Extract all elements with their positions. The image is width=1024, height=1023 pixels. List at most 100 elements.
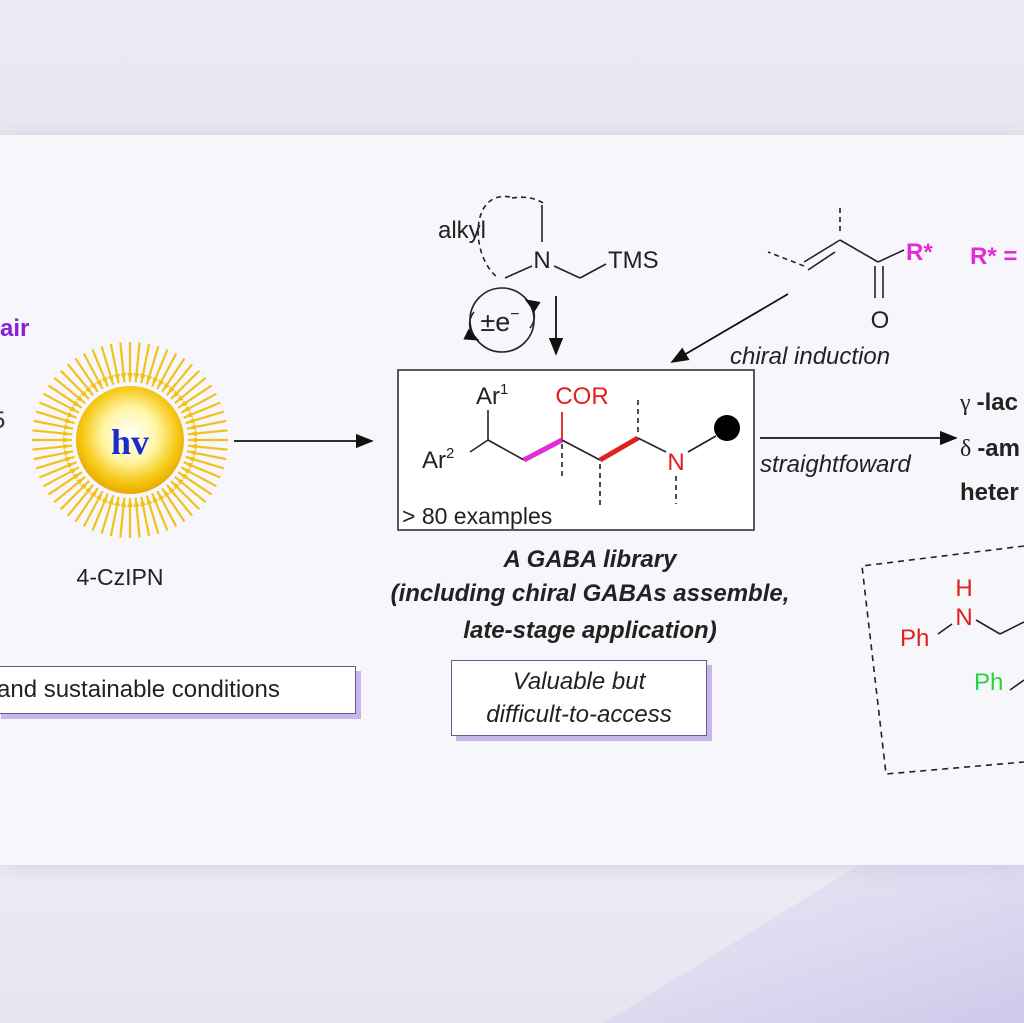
sun-ray-head — [188, 423, 197, 430]
sun-ray-head — [158, 379, 165, 388]
sun-ray-head — [133, 373, 140, 381]
inset-bond-ch2 — [999, 621, 1024, 635]
sun-ray-head — [72, 400, 81, 407]
sun-ray-head — [63, 430, 71, 437]
valuable-box: Valuable but difficult-to-access — [451, 660, 707, 736]
sun-ray-head — [66, 411, 75, 418]
electron-cycle-left — [463, 311, 480, 341]
sun-ray-head — [185, 411, 194, 418]
inset-bond-ph-n — [937, 623, 953, 635]
sun-ray-head — [85, 386, 92, 394]
delta-item: δ-am — [960, 435, 1020, 462]
partial-label-air: air — [0, 315, 29, 342]
partial-digit: 5 — [0, 407, 5, 434]
sun-ray-head — [190, 437, 197, 443]
sun-ray-head — [101, 495, 108, 504]
inset-ph-green: Ph — [974, 669, 1003, 696]
sun-ray-head — [85, 486, 92, 494]
examples-count: > 80 examples — [402, 503, 552, 529]
inset-n: N — [955, 604, 972, 631]
sun-ray-head — [66, 462, 75, 469]
sun-rays — [32, 342, 228, 538]
sun-ray-head — [189, 430, 197, 437]
sun-ray-head — [63, 443, 71, 450]
sun-ray-head — [65, 417, 73, 424]
sun-ray-head — [140, 498, 147, 507]
sun-ray-head — [63, 450, 72, 457]
sun-ray-head — [176, 478, 184, 485]
conditions-text: and sustainable conditions — [0, 676, 280, 703]
valuable-line2: difficult-to-access — [486, 701, 672, 728]
cor-label: COR — [555, 383, 608, 410]
sun-ray-head — [140, 373, 147, 382]
sun-ray-head — [80, 390, 88, 398]
bond-n-left — [504, 265, 533, 279]
sun-ray-head — [69, 468, 78, 475]
straightforward-label: straightfoward — [760, 451, 911, 478]
sun-ray-head — [168, 386, 175, 394]
acceptor-bond-4 — [877, 249, 905, 263]
acceptor-bond-3 — [839, 239, 879, 263]
sun-ray-head — [72, 473, 81, 480]
alkyl-label: alkyl — [438, 217, 486, 244]
sun-ray-head — [158, 492, 165, 501]
acceptor-bond-2 — [767, 251, 805, 267]
acceptor-bond-1 — [803, 239, 841, 263]
sun-ray-head — [113, 373, 120, 382]
sun-ray-head — [101, 376, 108, 385]
electron-label: ±e− — [480, 306, 519, 337]
acceptor-o: O — [871, 307, 890, 334]
sun-ray-head — [76, 478, 84, 485]
conditions-box: and sustainable conditions — [0, 666, 356, 714]
inset-bond-green — [1009, 679, 1024, 691]
acceptor-bond-1b — [807, 251, 836, 271]
inset-dashed-border — [861, 545, 1024, 775]
inset-ph-red: Ph — [900, 625, 929, 652]
photon-label: hv — [111, 422, 149, 462]
sun-ray-head — [65, 456, 73, 463]
inset-h: H — [955, 575, 972, 602]
sun-ray-head — [95, 492, 102, 501]
sun-ray-head — [107, 375, 114, 383]
sun-ray-head — [188, 450, 197, 457]
sun-ray-head — [80, 482, 88, 490]
sun-ray-head — [95, 379, 102, 388]
sun-ray-head — [189, 443, 197, 450]
sun-ray-head — [163, 489, 170, 498]
sun-ray-head — [185, 462, 194, 469]
sun-ray-head — [127, 500, 133, 507]
sun-ray-head — [146, 375, 153, 383]
sun-ray-head — [187, 417, 195, 424]
sun-ray-head — [152, 495, 159, 504]
sun-ray-head — [182, 468, 191, 475]
sun-ray-head — [152, 376, 159, 385]
sun-ray-head — [120, 373, 127, 381]
sun-ray-head — [127, 373, 133, 380]
arrow-acceptor-to-box — [670, 293, 789, 363]
bond-ar2 — [469, 439, 489, 453]
sun-ray-head — [69, 405, 78, 412]
sun-ray-head — [63, 437, 70, 443]
caption-line2: (including chiral GABAs assemble, — [391, 580, 790, 607]
sun-ray-head — [146, 497, 153, 505]
bond-n-ch2 — [553, 265, 581, 279]
sun-ray-head — [113, 498, 120, 507]
attachment-dot — [714, 415, 740, 441]
sun-ray-head — [187, 456, 195, 463]
amine-n: N — [533, 247, 550, 274]
sun-ray-head — [172, 482, 180, 490]
sun-ray-head — [176, 395, 184, 402]
ar2-label: Ar2 — [422, 445, 454, 474]
r-star-definition: R* = — [970, 243, 1017, 270]
sun-icon — [76, 386, 184, 494]
sun-ray-head — [90, 489, 97, 498]
sun-ray-head — [168, 486, 175, 494]
product-box — [397, 369, 755, 531]
heterocycle-item: heter — [960, 479, 1019, 506]
bond-gamma-n — [637, 437, 667, 453]
alkyl-ring — [477, 195, 511, 278]
ar1-label: Ar1 — [476, 381, 508, 410]
bond-red — [598, 435, 640, 463]
caption-line3: late-stage application) — [463, 617, 716, 644]
